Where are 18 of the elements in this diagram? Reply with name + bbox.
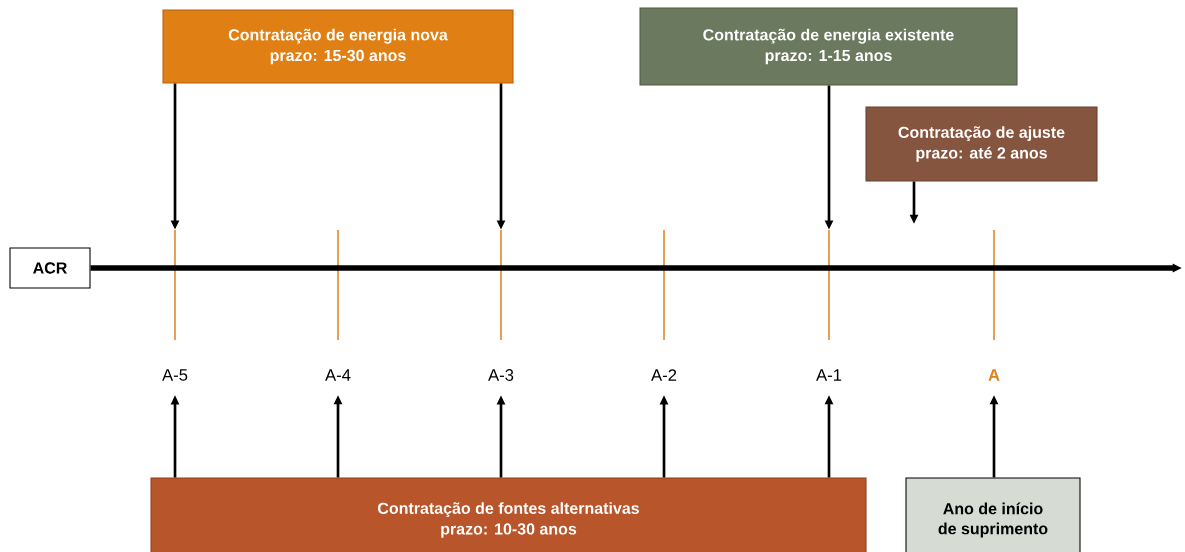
process-box: Contratação de ajuste prazo: até 2 anos [865, 106, 1098, 182]
tick-mark [500, 230, 502, 340]
tick-label: A-3 [488, 369, 514, 381]
tick-mark [337, 230, 339, 340]
tick-mark [174, 230, 176, 340]
label-box: ACR [9, 247, 91, 289]
tick-label: A-4 [325, 369, 351, 381]
process-box: Contratação de energia nova prazo: 15-30 anos [162, 9, 514, 84]
tick-mark [663, 230, 665, 340]
tick-label: A [988, 369, 1000, 381]
process-box: Ano de início de suprimento [905, 477, 1081, 552]
tick-mark [993, 230, 995, 340]
tick-mark [828, 230, 830, 340]
process-box: Contratação de energia existente prazo: 1-15 anos [639, 7, 1018, 86]
tick-label: A-2 [651, 369, 677, 381]
tick-label: A-5 [162, 369, 188, 381]
tick-label: A-1 [816, 369, 842, 381]
process-box: Contratação de fontes alternativas prazo: 10-30 anos [150, 477, 867, 552]
